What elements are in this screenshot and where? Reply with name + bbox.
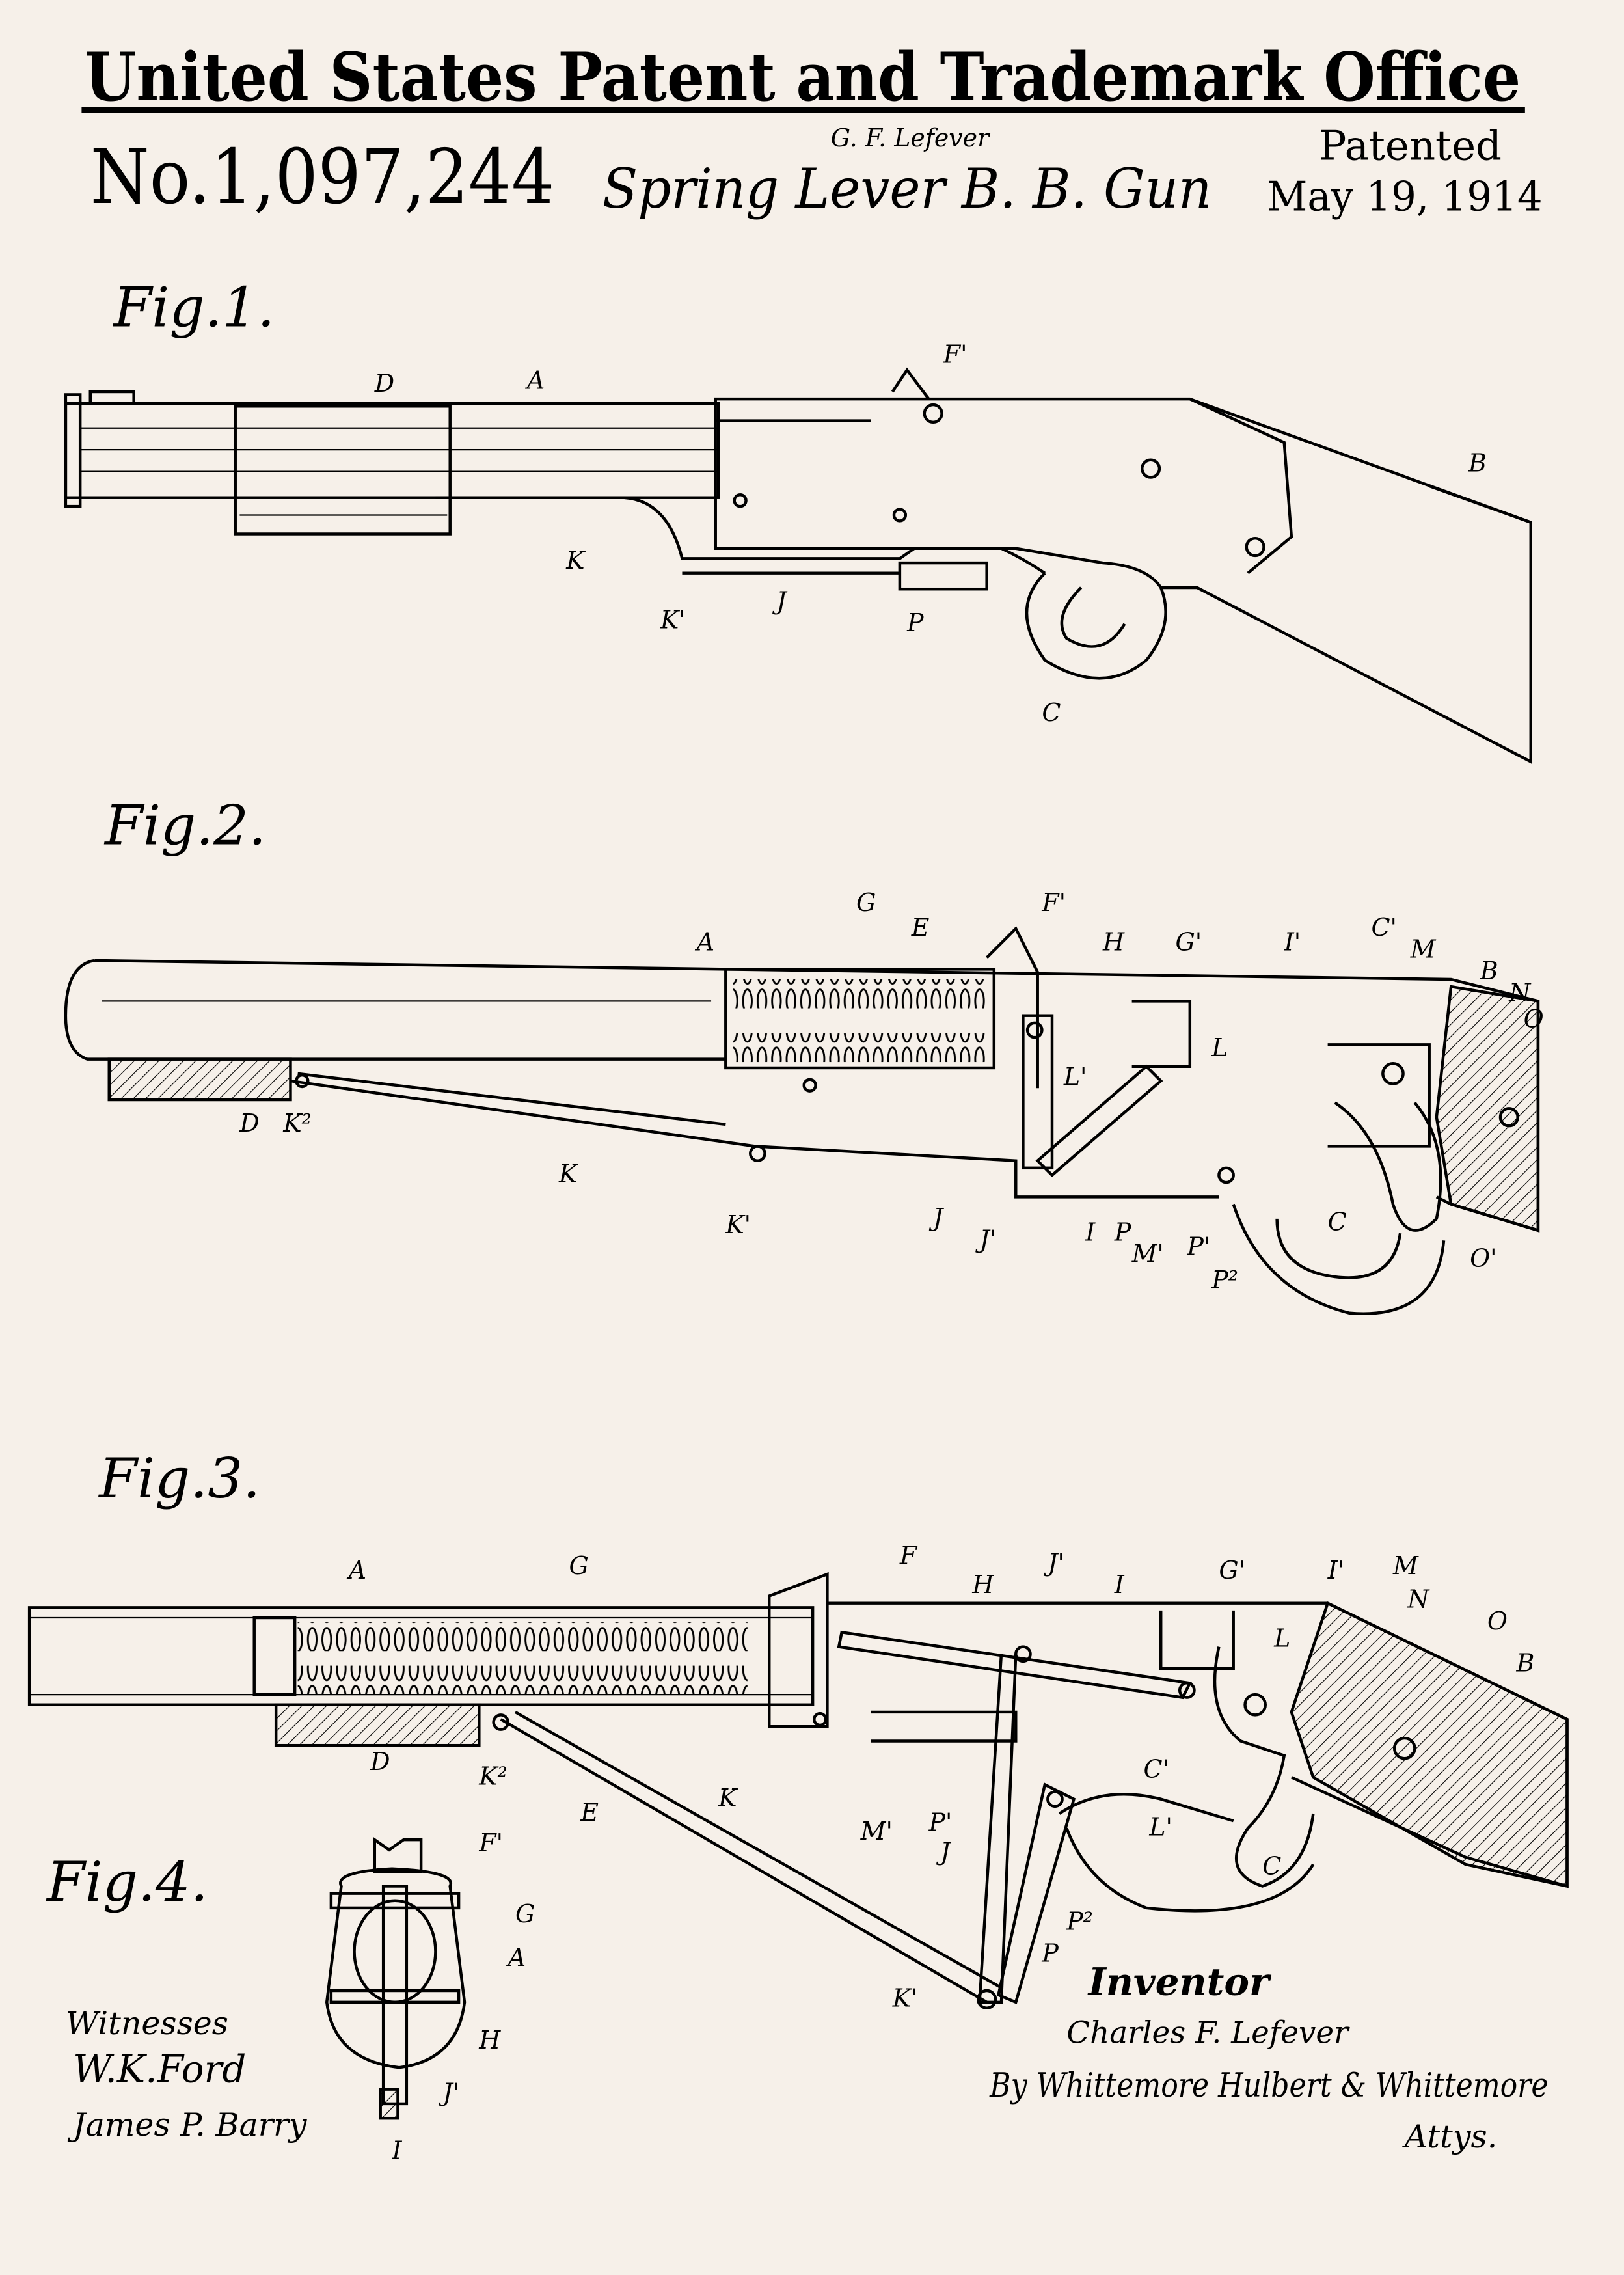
figure-2-label: I' bbox=[1284, 927, 1301, 956]
figure-3: Fig.3. bbox=[27, 1446, 1569, 2013]
figure-1-label: J bbox=[772, 586, 787, 615]
figure-3-label: A bbox=[347, 1556, 366, 1585]
figure-4-label: F' bbox=[478, 1829, 503, 1857]
figure-2-title: Fig.2. bbox=[103, 793, 266, 858]
figure-4-label: I bbox=[392, 2136, 403, 2165]
figure-3-label: P bbox=[1041, 1939, 1059, 1967]
figure-4-label: A bbox=[506, 1943, 526, 1972]
figure-2-label: G' bbox=[1176, 927, 1202, 956]
figure-4: Fig.4. F' G A H J' I bbox=[46, 1829, 535, 2165]
figure-1-title: Fig.1. bbox=[112, 275, 275, 340]
figure-2-label: F' bbox=[1041, 888, 1066, 917]
figure-2-label: G bbox=[856, 888, 876, 917]
figure-3-label: L bbox=[1273, 1624, 1290, 1653]
witness-2-signature: James P. Barry bbox=[67, 2106, 308, 2144]
figure-2-label: E bbox=[911, 913, 930, 942]
office-title: United States Patent and Trademark Offic… bbox=[85, 38, 1521, 116]
figure-1-label: A bbox=[525, 366, 545, 395]
patent-number: No.1,097,244 bbox=[90, 133, 554, 221]
signatures: Witnesses W.K.Ford James P. Barry Invent… bbox=[66, 1960, 1549, 2155]
figure-3-label: J bbox=[936, 1837, 951, 1866]
figure-2-label: J bbox=[928, 1203, 944, 1232]
figure-1: Fig.1. D A F' bbox=[64, 275, 1532, 765]
figure-3-label: P' bbox=[928, 1808, 952, 1837]
figure-3-label: K bbox=[718, 1784, 738, 1812]
figure-3-label: F bbox=[899, 1541, 918, 1570]
figure-3-label: D bbox=[370, 1747, 390, 1776]
invention-title: Spring Lever B. B. Gun bbox=[602, 156, 1211, 221]
figure-2-label: K bbox=[558, 1160, 579, 1188]
figure-3-label: L' bbox=[1148, 1812, 1172, 1841]
figure-2-label: K² bbox=[282, 1109, 312, 1138]
figure-3-label: K² bbox=[478, 1762, 508, 1790]
figure-3-label: E bbox=[580, 1798, 599, 1827]
figure-4-label: G bbox=[515, 1900, 535, 1928]
figure-3-title: Fig.3. bbox=[98, 1446, 260, 1510]
figure-3-label: G bbox=[569, 1551, 589, 1580]
figure-3-label: C bbox=[1262, 1852, 1281, 1881]
attorneys-signature: By Whittemore Hulbert & Whittemore bbox=[989, 2066, 1548, 2105]
figure-3-label: P² bbox=[1066, 1907, 1093, 1935]
figure-3-label: I' bbox=[1327, 1556, 1344, 1585]
figure-1-label: F' bbox=[943, 340, 968, 368]
figure-3-label: G' bbox=[1219, 1556, 1245, 1585]
figure-2-label: L bbox=[1211, 1033, 1228, 1062]
figure-2-label: J' bbox=[975, 1225, 997, 1253]
figure-2-label: N bbox=[1508, 978, 1532, 1007]
header: United States Patent and Trademark Offic… bbox=[81, 38, 1543, 221]
figure-1-label: P bbox=[906, 608, 925, 637]
figure-2-label: P' bbox=[1186, 1233, 1210, 1261]
figure-2-label: B bbox=[1480, 957, 1498, 985]
figure-3-label: I bbox=[1114, 1570, 1125, 1599]
figure-1-label: D bbox=[374, 369, 394, 398]
witness-1-signature: W.K.Ford bbox=[73, 2047, 246, 2091]
inventor-short: G. F. Lefever bbox=[831, 124, 990, 152]
figure-3-label: N bbox=[1407, 1585, 1430, 1613]
figure-2-label: H bbox=[1102, 927, 1125, 956]
figure-3-label: O bbox=[1487, 1607, 1508, 1635]
figure-2-label: I bbox=[1085, 1218, 1096, 1246]
figure-4-label: H bbox=[478, 2026, 501, 2054]
witnesses-label: Witnesses bbox=[66, 2004, 228, 2042]
figure-2: Fig.2. A bbox=[64, 793, 1544, 1315]
inventor-label: Inventor bbox=[1087, 1960, 1272, 2004]
figure-1-label: K' bbox=[660, 605, 686, 634]
figure-2-label: C' bbox=[1372, 913, 1397, 942]
figure-2-label: M bbox=[1410, 935, 1437, 964]
figure-2-label: P bbox=[1114, 1218, 1132, 1246]
figure-1-drawing bbox=[64, 367, 1532, 765]
figure-4-drawing bbox=[325, 1836, 467, 2120]
patented-label: Patented bbox=[1319, 122, 1502, 169]
figure-1-label: C bbox=[1042, 698, 1061, 727]
figure-3-label: C' bbox=[1143, 1754, 1169, 1783]
figure-3-label: M' bbox=[860, 1817, 893, 1846]
figure-2-label: K' bbox=[725, 1210, 751, 1239]
figure-2-label: O bbox=[1524, 1005, 1544, 1033]
figure-3-drawing bbox=[27, 1572, 1569, 2009]
figure-2-label: P² bbox=[1211, 1266, 1238, 1294]
figure-2-drawing bbox=[64, 926, 1540, 1315]
figure-1-label: B bbox=[1468, 449, 1487, 478]
figure-4-label: J' bbox=[439, 2078, 460, 2106]
figure-2-label: M' bbox=[1131, 1240, 1164, 1268]
figure-3-label: M bbox=[1392, 1551, 1419, 1580]
inventor-signature: Charles F. Lefever bbox=[1066, 2015, 1350, 2050]
figure-2-label: A bbox=[695, 927, 714, 956]
figure-1-label: K bbox=[565, 546, 586, 575]
figure-4-title: Fig.4. bbox=[46, 1849, 208, 1914]
figure-2-label: C bbox=[1328, 1208, 1347, 1236]
figure-3-label: B bbox=[1515, 1648, 1534, 1677]
figure-2-label: O' bbox=[1470, 1244, 1496, 1272]
figure-3-label: J' bbox=[1043, 1549, 1064, 1577]
figure-2-label: D bbox=[239, 1109, 259, 1138]
title-underline bbox=[81, 107, 1525, 113]
figure-2-label: L' bbox=[1063, 1063, 1087, 1091]
figure-3-label: H bbox=[971, 1570, 994, 1599]
figure-3-label: K' bbox=[892, 1984, 918, 2013]
patent-date: May 19, 1914 bbox=[1267, 172, 1543, 220]
attys-label: Attys. bbox=[1402, 2118, 1497, 2155]
